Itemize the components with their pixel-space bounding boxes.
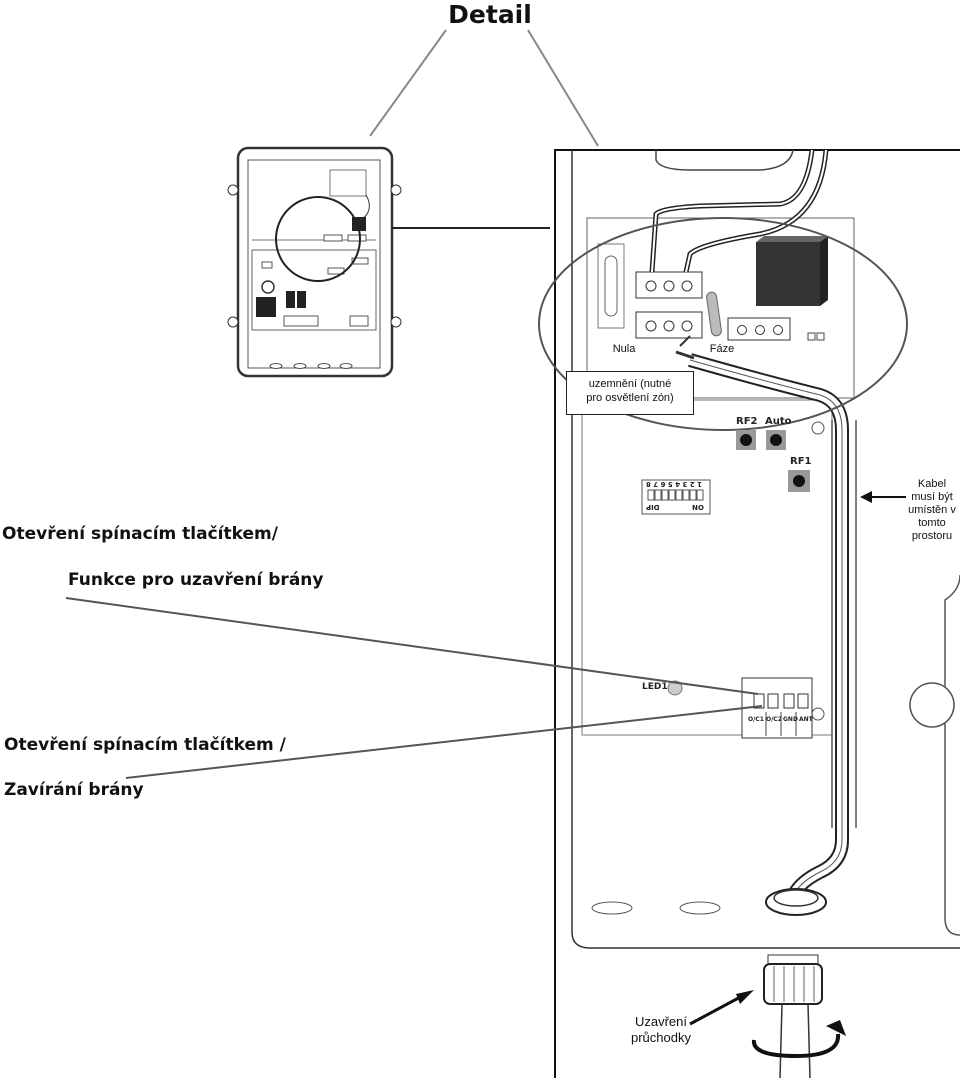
led1-label: LED1 bbox=[642, 682, 668, 692]
on-label: ON bbox=[692, 503, 704, 511]
terminal-label-oc1: O/C1 bbox=[748, 716, 764, 723]
rf1-label: RF1 bbox=[790, 456, 812, 467]
led1 bbox=[667, 680, 683, 696]
kabel-line4: tomto bbox=[918, 517, 946, 529]
uzavreni-note: Uzavření průchodky bbox=[616, 1014, 706, 1046]
terminal-label-oc2: O/C2 bbox=[766, 716, 782, 723]
page-title: Detail bbox=[448, 0, 532, 29]
terminal-label-gnd: GND bbox=[783, 716, 798, 723]
kabel-line1: Kabel bbox=[917, 478, 947, 490]
uzavreni-arrow-head bbox=[736, 990, 754, 1004]
zavirani-label: Zavírání brány bbox=[4, 780, 144, 800]
uzavreni-arrow-line bbox=[689, 992, 747, 1026]
dip-switch bbox=[641, 479, 711, 515]
otevreni-label-2: Otevření spínacím tlačítkem / bbox=[4, 735, 286, 755]
rf2-label: RF2 bbox=[736, 416, 758, 427]
terminal-label-ant: ANT bbox=[799, 716, 813, 723]
uzemneni-line1: uzemnění (nutné bbox=[588, 378, 672, 390]
terminal-block bbox=[741, 677, 813, 739]
auto-label: Auto bbox=[765, 416, 792, 427]
otevreni-label-1: Otevření spínacím tlačítkem/ bbox=[2, 524, 278, 544]
kabel-arrow-head bbox=[860, 491, 872, 503]
kabel-line3: umístěn v bbox=[908, 504, 956, 516]
funkce-label: Funkce pro uzavření brány bbox=[68, 570, 324, 590]
uzemneni-line2: pro osvětlení zón) bbox=[586, 392, 674, 404]
detail-pointer-line-right bbox=[527, 29, 599, 147]
faze-label: Fáze bbox=[709, 343, 735, 355]
enclosure-detail bbox=[554, 149, 960, 1078]
detail-pointer-line-left bbox=[369, 29, 447, 137]
uzemneni-box: uzemnění (nutné pro osvětlení zón) bbox=[566, 371, 694, 415]
dip-label: DIP bbox=[646, 503, 660, 511]
kabel-line2: musí být bbox=[911, 491, 953, 503]
zoom-circle bbox=[538, 217, 908, 431]
kabel-note: Kabel musí být umístěn v tomto prostoru bbox=[904, 478, 960, 543]
uzavreni-line2: průchodky bbox=[631, 1030, 691, 1045]
nula-label: Nula bbox=[612, 343, 636, 355]
enclosure-overview bbox=[227, 146, 402, 378]
callout-line-zavirani bbox=[125, 705, 763, 779]
dip-numbers: 1 2 3 4 5 6 7 8 bbox=[646, 480, 703, 488]
kabel-line5: prostoru bbox=[911, 530, 953, 542]
uzavreni-line1: Uzavření bbox=[634, 1014, 688, 1029]
callout-line-funkce bbox=[65, 597, 759, 695]
